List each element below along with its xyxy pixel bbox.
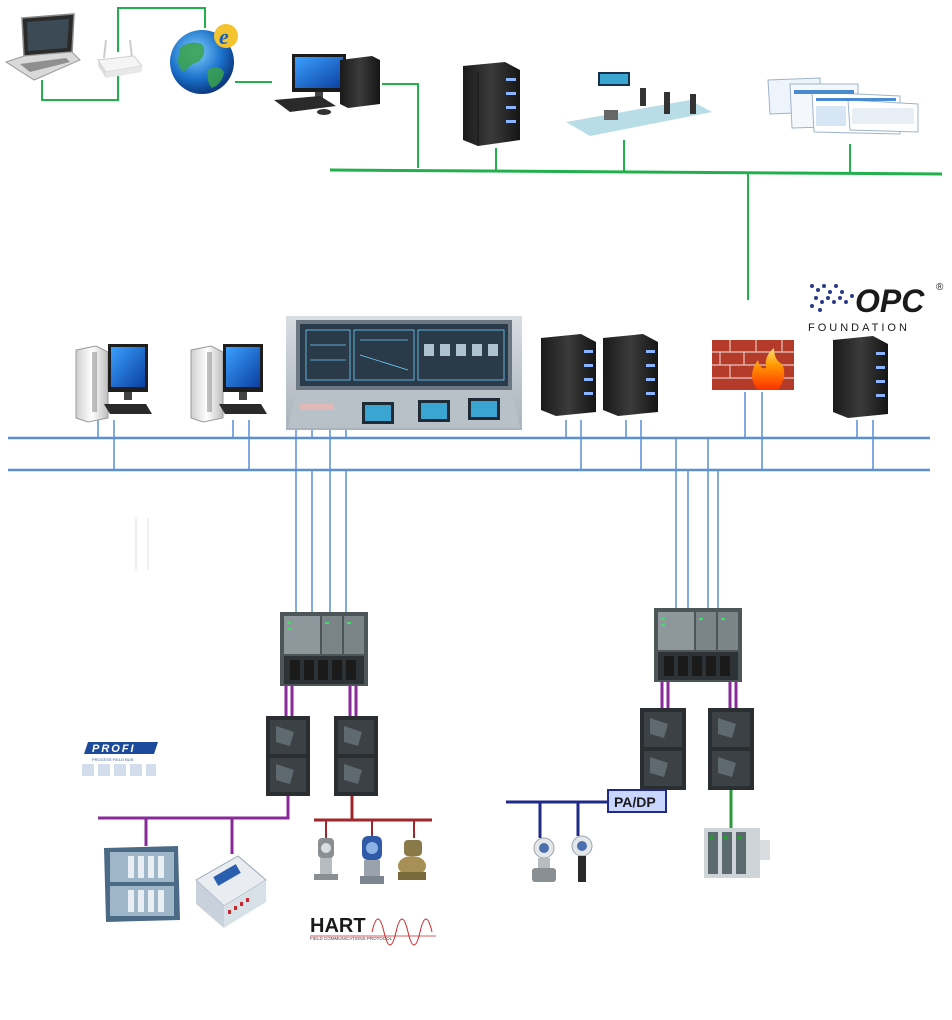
profibus-logo: PROFI PROCESS FIELD BUS: [82, 742, 158, 776]
profi-logo-sub: PROCESS FIELD BUS: [92, 757, 134, 762]
laptop-icon[interactable]: [4, 13, 81, 81]
control-network: [8, 316, 930, 612]
svg-text:e: e: [219, 24, 229, 49]
remote-io-modules: [708, 832, 746, 874]
control-room-icon[interactable]: [566, 72, 712, 136]
left-controller-section: [98, 612, 432, 928]
console-panels: [424, 344, 498, 356]
field-module-terminals: [228, 898, 249, 914]
flowmeter-icon[interactable]: [571, 835, 593, 882]
server-tower-icon[interactable]: [833, 336, 888, 418]
opc-logo-main: OPC: [855, 283, 925, 319]
right-controller-section: PA/DP: [506, 608, 770, 882]
workstation-icon[interactable]: [75, 344, 152, 423]
pa-dp-label: PA/DP: [614, 794, 656, 810]
remote-io-icon[interactable]: [104, 846, 180, 922]
hart-logo-main: HART: [310, 915, 366, 937]
device-drops: [97, 392, 874, 470]
io-module-icon[interactable]: [640, 708, 686, 790]
io-module-icon[interactable]: [708, 708, 754, 790]
server-tower-icon[interactable]: [603, 334, 658, 416]
rack-leds: [287, 622, 351, 630]
laptop-router-link: [41, 72, 119, 101]
hart-logo: HART FIELD COMMUNICATIONS PROTOCOL: [310, 915, 436, 946]
opc-logo-reg: ®: [936, 282, 944, 293]
remote-io-icon[interactable]: [704, 828, 770, 878]
hart-wave: [371, 918, 433, 946]
opc-logo-sub: FOUNDATION: [808, 322, 910, 334]
hart-drops: [325, 820, 415, 838]
server-tower-icon[interactable]: [541, 334, 596, 416]
rack-terminals: [290, 660, 356, 680]
faint-marks: [135, 518, 149, 570]
rack-terminals: [664, 656, 730, 676]
rack-leds: [661, 618, 725, 626]
console-mimic-display: [305, 329, 505, 381]
firewall-icon[interactable]: [712, 340, 794, 390]
pressure-transmitter-icon[interactable]: [314, 838, 338, 880]
controller-rack-icon[interactable]: [280, 612, 368, 686]
controller-rack-icon[interactable]: [654, 608, 742, 682]
router-internet-link: [117, 7, 206, 52]
software-screens-icon[interactable]: [767, 77, 919, 135]
profibus-links: [660, 682, 738, 708]
pa-drops: [538, 802, 580, 838]
remote-io-cards: [128, 856, 164, 912]
flowmeter-icon[interactable]: [532, 837, 556, 882]
opc-dots: [810, 284, 854, 312]
pressure-transmitter-icon[interactable]: [398, 840, 426, 880]
pc-bus-link: [382, 83, 419, 168]
remote-io-icon[interactable]: [195, 855, 267, 928]
opc-foundation-logo: OPC ® FOUNDATION: [808, 282, 944, 334]
profibus-links: [284, 686, 358, 716]
remote-io-leds: [710, 836, 741, 839]
office-network: e: [4, 7, 943, 300]
server-tower-icon[interactable]: [463, 62, 520, 146]
internet-explorer-globe-icon[interactable]: e: [170, 24, 238, 94]
profibus-dp-bus: [98, 796, 290, 820]
office-ethernet-bus: [329, 168, 943, 176]
profi-reflection: [82, 764, 156, 776]
router-icon[interactable]: [97, 39, 143, 78]
hart-logo-sub: FIELD COMMUNICATIONS PROTOCOL: [310, 936, 393, 941]
workstation-icon[interactable]: [190, 344, 267, 423]
profi-logo-main: PROFI: [92, 743, 136, 755]
io-module-icon[interactable]: [334, 716, 378, 796]
pressure-transmitter-icon[interactable]: [360, 836, 384, 884]
pa-dp-coupler[interactable]: PA/DP: [607, 789, 667, 813]
controller-risers: [295, 438, 719, 612]
desktop-computer-icon[interactable]: [274, 54, 380, 115]
io-module-icon[interactable]: [266, 716, 310, 796]
operator-console-icon[interactable]: [286, 316, 522, 430]
